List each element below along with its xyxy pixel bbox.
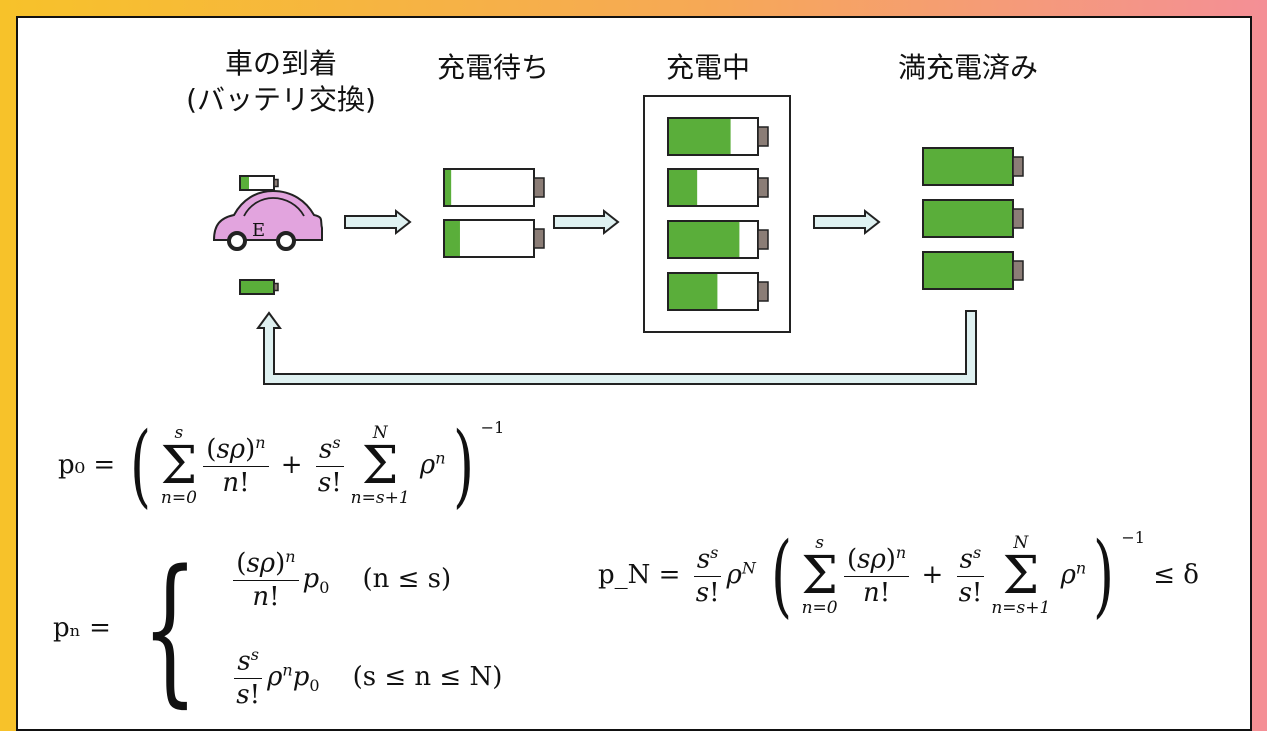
- waiting-battery-2: [443, 219, 545, 258]
- charging-battery-2: [667, 168, 769, 207]
- removed-battery: [239, 279, 279, 295]
- charging-battery-4: [667, 272, 769, 311]
- car-letter: E: [252, 220, 265, 241]
- diagram-panel: 車の到着 (バッテリ交換) 充電待ち 充電中 満充電済み E: [16, 16, 1252, 731]
- full-battery-3-charge-fill: [924, 253, 1012, 288]
- p0-lhs: p₀ =: [58, 450, 116, 480]
- car-icon: E: [212, 189, 323, 251]
- pn-case2-condition: (s ≤ n ≤ N): [352, 661, 503, 692]
- car-battery-top-charge-fill: [241, 177, 249, 189]
- pN-rhs: ≤ δ: [1153, 560, 1199, 590]
- battery-flow-diagram: E: [212, 95, 1024, 385]
- stage-waiting-label: 充電待ち: [436, 51, 549, 84]
- stage-arrival-line2: (バッテリ交換): [186, 83, 376, 116]
- p0-exponent: −1: [480, 418, 505, 437]
- stage-arrival-line1: 車の到着: [224, 47, 337, 80]
- stage-charging-label: 充電中: [665, 51, 750, 84]
- full-battery-1: [922, 147, 1024, 186]
- waiting-battery-2-charge-fill: [445, 221, 460, 256]
- stage-full-label: 満充電済み: [897, 51, 1038, 84]
- waiting-battery-1-charge-fill: [445, 170, 452, 205]
- charging-battery-2-charge-fill: [669, 170, 698, 205]
- charging-battery-1-charge-fill: [669, 119, 731, 154]
- charging-battery-3: [667, 220, 769, 259]
- pn-lhs: pₙ =: [53, 612, 111, 643]
- full-battery-2-charge-fill: [924, 201, 1012, 236]
- return-arrow: [256, 310, 977, 385]
- pN-lhs: p_N =: [598, 560, 681, 590]
- full-battery-3: [922, 251, 1024, 290]
- arrow-to-full: [813, 208, 881, 236]
- charging-battery-4-charge-fill: [669, 274, 718, 309]
- stage-arrival-label: 車の到着 (バッテリ交換): [176, 46, 386, 118]
- full-battery-2: [922, 199, 1024, 238]
- charging-battery-1: [667, 117, 769, 156]
- arrow-to-waiting: [344, 208, 412, 236]
- removed-battery-charge-fill: [241, 281, 273, 293]
- waiting-battery-1: [443, 168, 545, 207]
- charging-battery-3-charge-fill: [669, 222, 740, 257]
- car-battery-top: [239, 175, 279, 191]
- full-battery-1-charge-fill: [924, 149, 1012, 184]
- arrow-to-charging: [553, 208, 620, 236]
- pn-case1-condition: (n ≤ s): [362, 563, 452, 594]
